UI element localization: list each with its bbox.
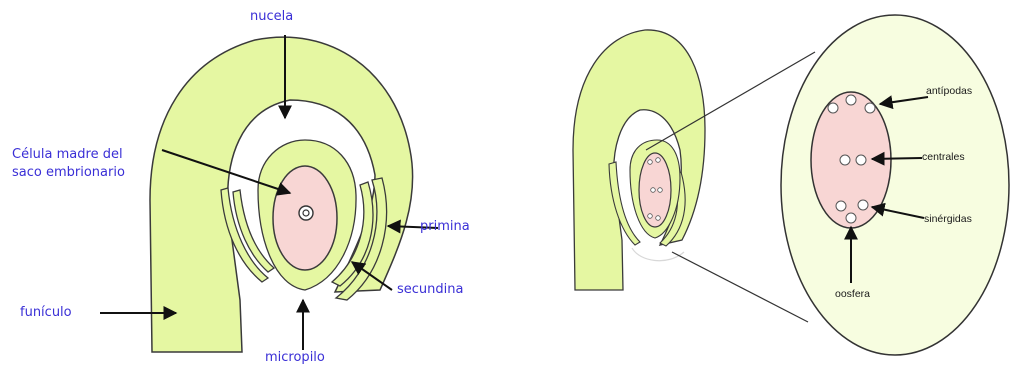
left-ovule-diagram: nucela Célula madre del saco embrionario… [12,9,470,365]
antipodal-cell [828,103,838,113]
label-centrales: centrales [922,151,965,163]
label-sinergidas: sinérgidas [924,213,972,225]
label-primina: primina [420,219,470,234]
central-nucleus [840,155,850,165]
small-cell [651,188,656,193]
label-nucela: nucela [250,9,293,24]
antipodal-cell [865,103,875,113]
small-cell [648,160,653,165]
small-cell [656,216,661,221]
label-celula-line1: Célula madre del [12,147,123,162]
small-cell [658,188,663,193]
label-secundina: secundina [397,282,463,297]
right-ovule-diagram: antípodas centrales sinérgidas oosfera [573,15,1009,355]
antipodal-cell [846,95,856,105]
synergid-cell [836,201,846,211]
egg-cell [846,213,856,223]
zoom-line-bottom [672,252,808,322]
label-celula-line2: saco embrionario [12,165,125,180]
label-funiculo: funículo [20,305,72,320]
synergid-cell [858,200,868,210]
label-antipodas: antípodas [926,85,972,97]
label-micropilo: micropilo [265,350,325,365]
label-oosfera: oosfera [835,288,870,300]
mother-cell-nucleolus [303,210,309,216]
arrow-centrales [872,158,922,159]
small-cell [648,214,653,219]
small-cell [656,158,661,163]
central-nucleus [856,155,866,165]
